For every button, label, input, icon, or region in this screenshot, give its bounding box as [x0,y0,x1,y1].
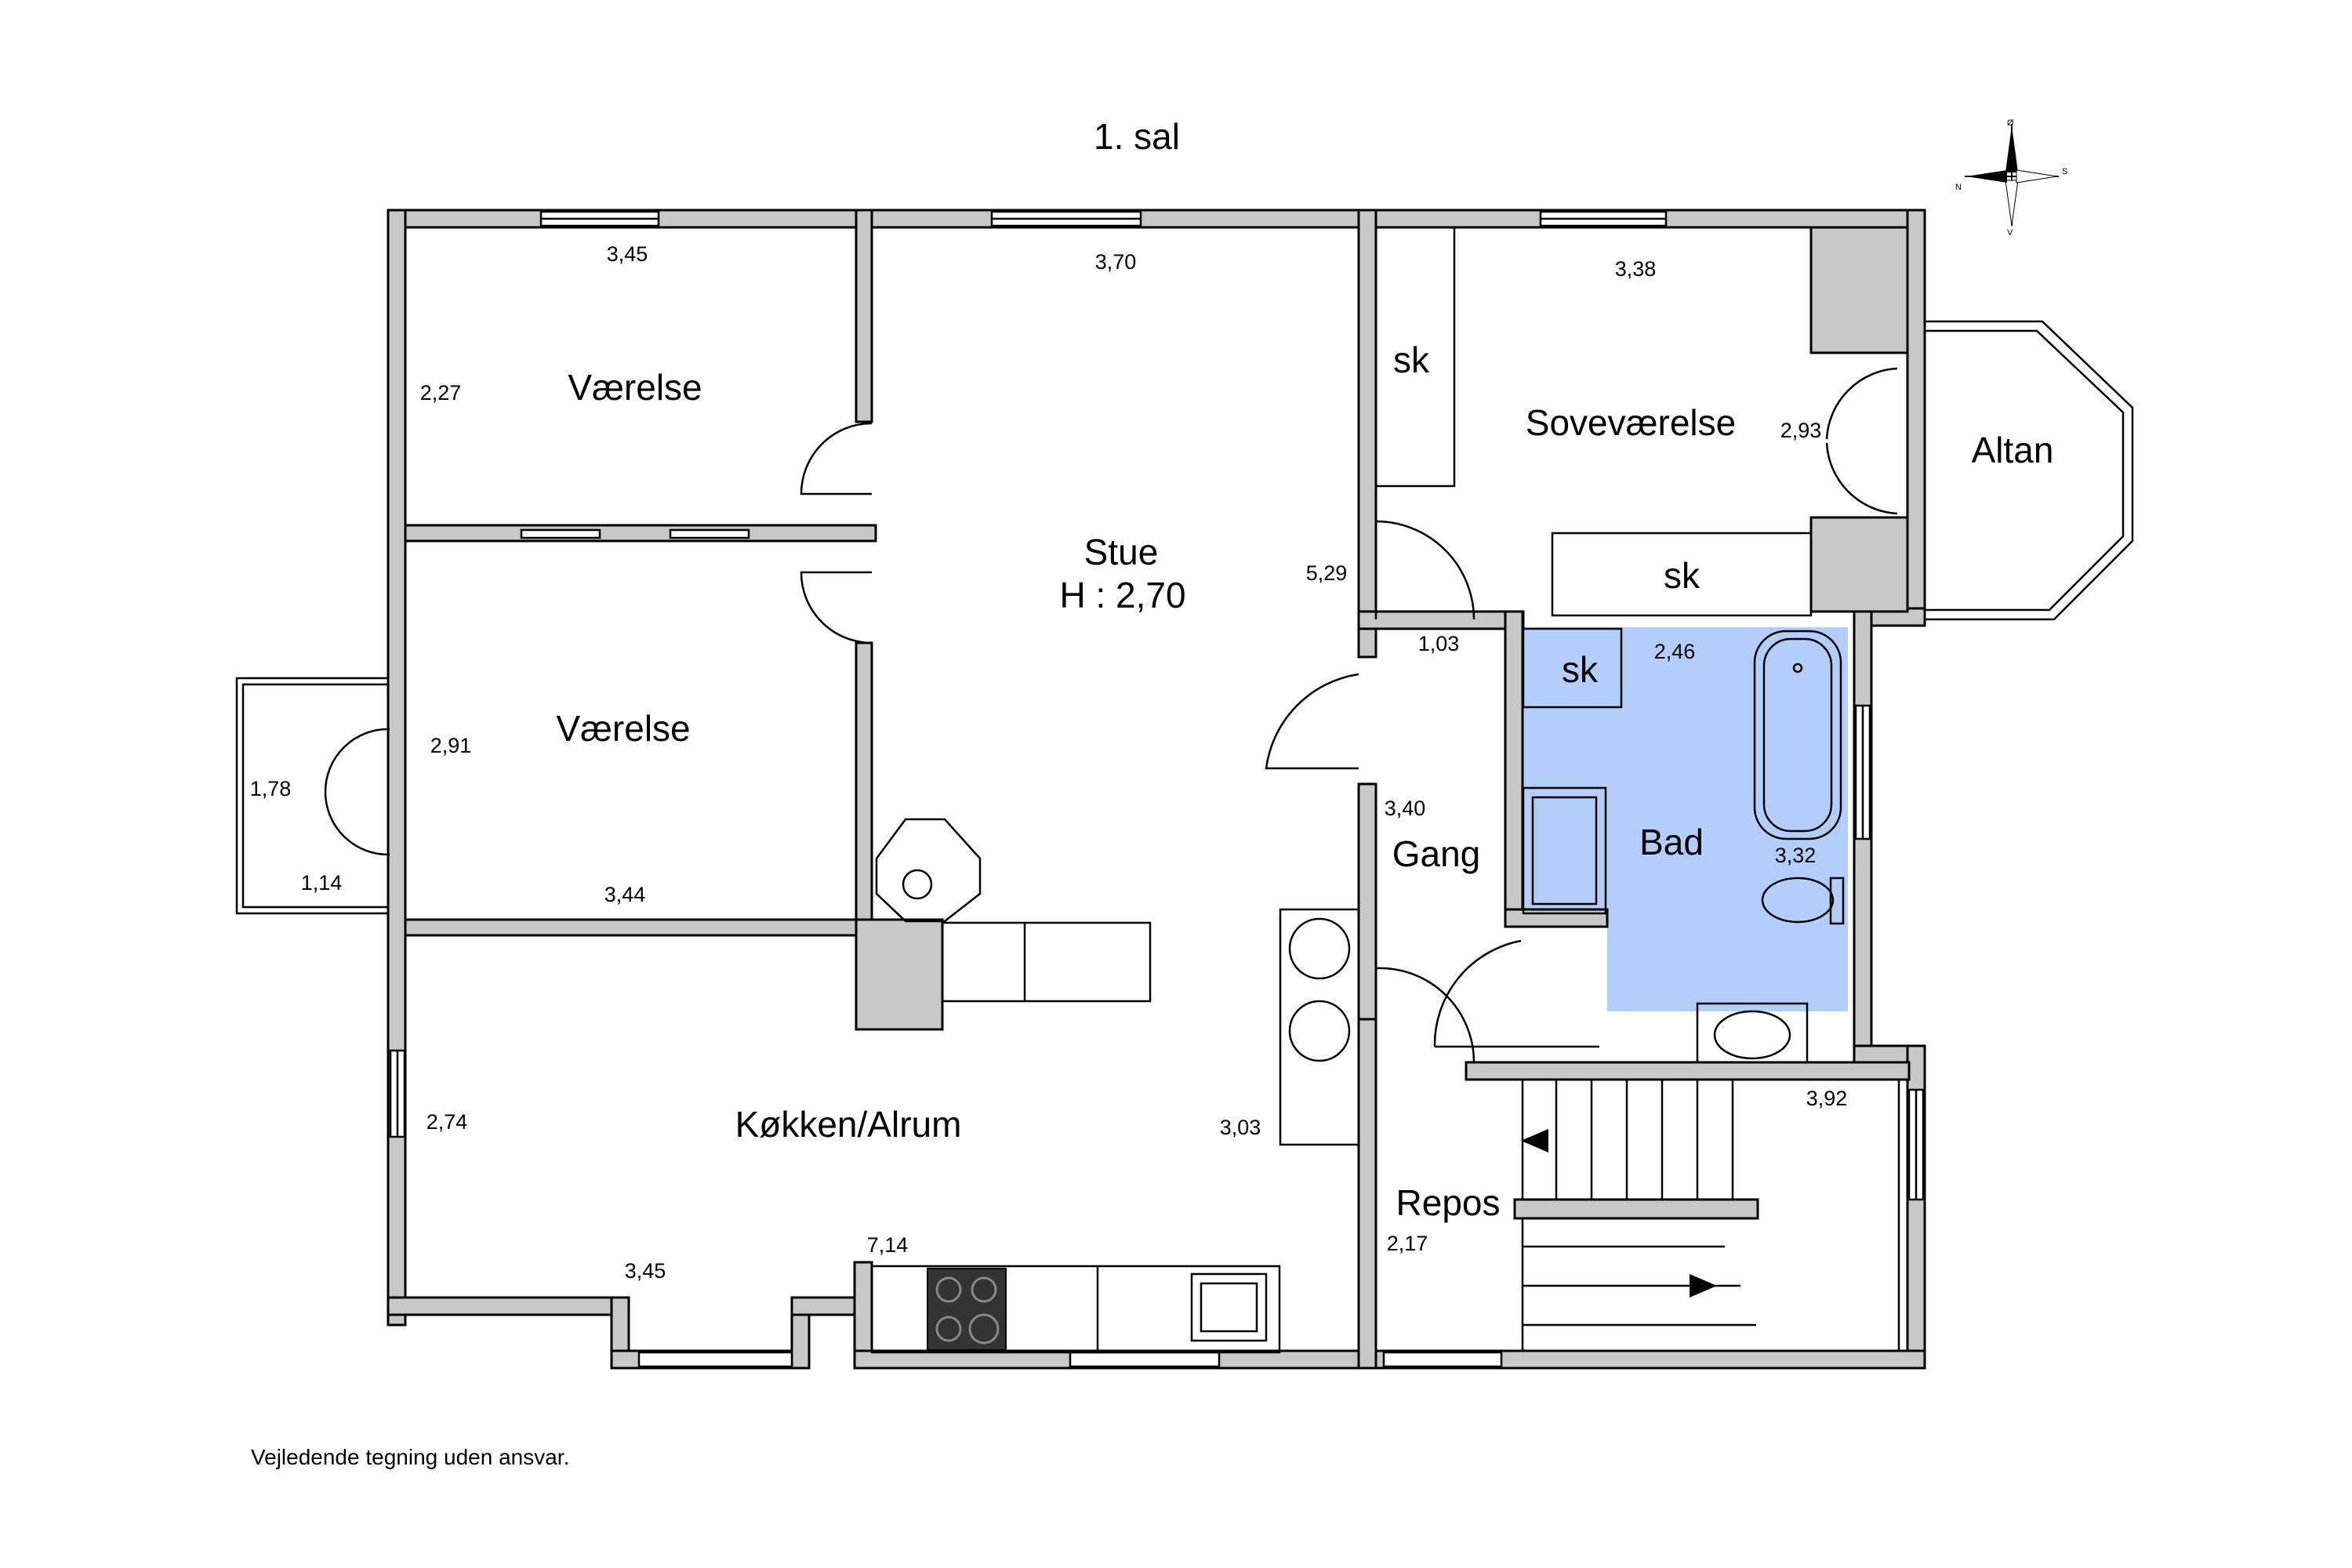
dim-label: 3,70 [1095,250,1137,274]
room-stue-height: H : 2,70 [1059,575,1185,615]
staircase [1513,1078,1900,1352]
room-altan: Altan [1972,430,2054,470]
dim-label: 3,32 [1775,844,1817,867]
closet-left-label: sk [1393,339,1430,380]
dim-label: 3,38 [1615,257,1657,281]
room-repos: Repos [1396,1182,1501,1223]
room-vaerelse-bottom: Værelse [556,708,690,749]
dim-label: 7,14 [867,1233,909,1257]
dim-label: 2,91 [430,734,472,757]
room-sovevaerelse: Soveværelse [1526,402,1736,443]
dim-label: 2,74 [426,1110,468,1134]
kitchen-fixtures [870,818,1360,1354]
dim-label: 1,78 [250,777,292,800]
closet-bath-label: sk [1562,649,1599,690]
dim-label: 2,46 [1654,640,1696,663]
altan-structure [1923,320,2134,621]
dim-label: 2,27 [420,381,462,405]
bath-fixtures [1522,630,1845,1064]
compass-o: Ø [2007,118,2014,128]
room-bad: Bad [1639,822,1704,862]
compass-s: S [2062,167,2067,176]
closets [1374,226,1813,709]
left-balcony [235,677,390,915]
dim-label: 3,92 [1806,1087,1848,1110]
compass-n: N [1955,183,1962,192]
floor-title: 1. sal [1094,116,1180,157]
dim-label: 5,29 [1306,561,1348,585]
disclaimer: Vejledende tegning uden ansvar. [251,1445,569,1469]
dim-label: 1,03 [1418,632,1460,655]
dim-label: 2,93 [1780,419,1822,442]
dim-label: 3,45 [625,1259,666,1283]
room-stue: Stue [1084,532,1159,572]
compass-v: V [2007,228,2013,238]
dim-label: 1,14 [301,871,343,895]
room-vaerelse-top: Værelse [568,367,702,408]
compass-rose: Ø S N V [1955,118,2067,238]
dim-label: 3,03 [1220,1116,1261,1139]
dim-label: 3,44 [604,883,646,906]
doors [324,367,1898,1063]
dim-label: 2,17 [1387,1232,1428,1255]
room-gang: Gang [1392,833,1481,874]
dim-label: 3,45 [607,242,648,266]
dim-label: 3,40 [1385,797,1426,820]
room-koekken: Køkken/Alrum [735,1104,962,1145]
sliding-doors [520,528,750,539]
closet-bedroom-label: sk [1664,555,1700,596]
